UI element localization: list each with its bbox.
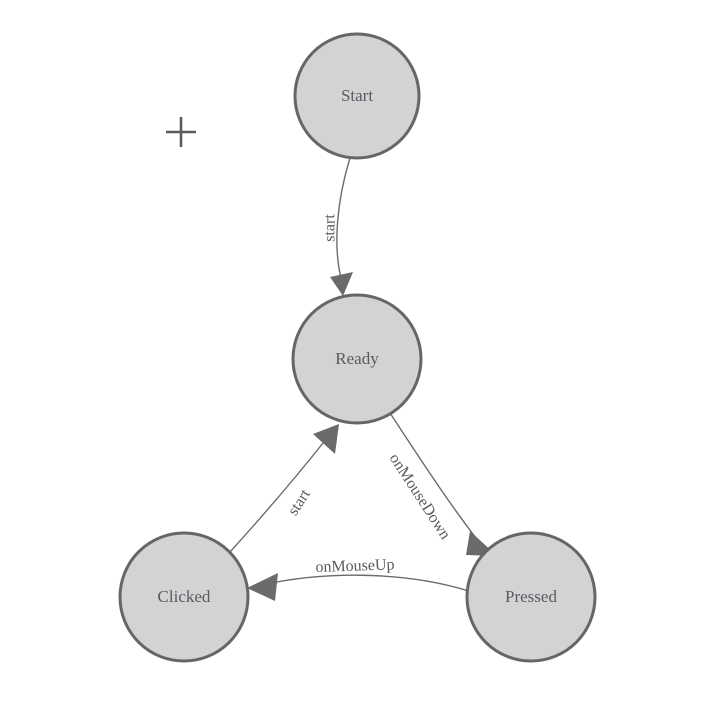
edge-path-start-to-ready (336, 157, 351, 279)
node-label-pressed: Pressed (505, 587, 557, 606)
node-label-start: Start (341, 86, 373, 105)
node-circle-pressed (465, 531, 597, 663)
arrowhead-into-clicked (247, 573, 278, 601)
node-ready[interactable]: Ready (291, 293, 423, 425)
crosshair-icon (166, 117, 196, 147)
edge-path-clicked-to-ready (229, 442, 324, 553)
arrowhead-into-ready-top (330, 272, 353, 296)
edge-label-pressed-to-clicked: onMouseUp (315, 556, 395, 576)
node-circle-ready (291, 293, 423, 425)
node-circle-start (293, 32, 421, 160)
edge-path-pressed-to-clicked (261, 574, 470, 592)
edge-label-start-to-ready: start (322, 214, 339, 242)
node-start[interactable]: Start (293, 32, 421, 160)
edge-pressed-to-clicked[interactable] (247, 573, 470, 601)
arrowhead-into-ready-bottom (313, 424, 339, 454)
edge-label-clicked-to-ready: start (285, 486, 315, 519)
edge-label-ready-to-pressed: onMouseDown (386, 451, 454, 543)
edge-start-to-ready[interactable] (330, 157, 353, 296)
node-label-ready: Ready (335, 349, 379, 368)
node-circle-clicked (118, 531, 250, 663)
node-label-clicked: Clicked (158, 587, 211, 606)
edge-clicked-to-ready[interactable] (229, 424, 339, 553)
node-clicked[interactable]: Clicked (118, 531, 250, 663)
node-pressed[interactable]: Pressed (465, 531, 597, 663)
